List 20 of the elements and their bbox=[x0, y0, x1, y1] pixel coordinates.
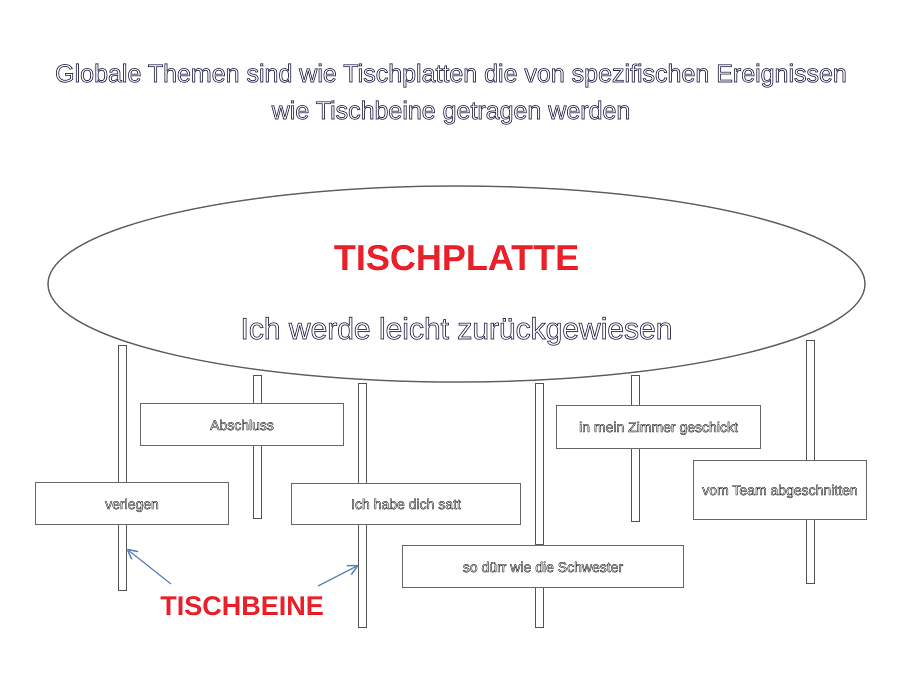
box-text: so dürr wie die Schwester bbox=[462, 558, 624, 576]
ellipse-text: Ich werde leicht zurückgewiesen bbox=[240, 313, 674, 347]
diagram-title: Globale Themen sind wie Tischplatten die von spezifischen Ereignissen wie Tischbeine getragen werden bbox=[54, 59, 848, 127]
table-leg bbox=[535, 383, 544, 545]
text-box bbox=[402, 545, 684, 588]
text-box bbox=[693, 460, 867, 520]
box-text: Abschluss bbox=[210, 416, 274, 434]
heading: TISCHPLATTE bbox=[332, 237, 580, 279]
text-box bbox=[291, 483, 521, 525]
callout-label: TISCHBEINE bbox=[140, 586, 344, 626]
text-box bbox=[556, 405, 761, 449]
text-box bbox=[140, 403, 344, 446]
box-text: Ich habe dich satt bbox=[351, 495, 461, 514]
text-box bbox=[35, 482, 229, 525]
box-text: verlegen bbox=[105, 494, 159, 514]
box-text: vom Team abgeschnitten bbox=[702, 481, 858, 500]
box-text: in mein Zimmer geschickt bbox=[579, 418, 738, 437]
leader-arrow bbox=[318, 564, 359, 587]
table-top-ellipse bbox=[47, 185, 866, 383]
leader-arrow bbox=[126, 548, 172, 584]
